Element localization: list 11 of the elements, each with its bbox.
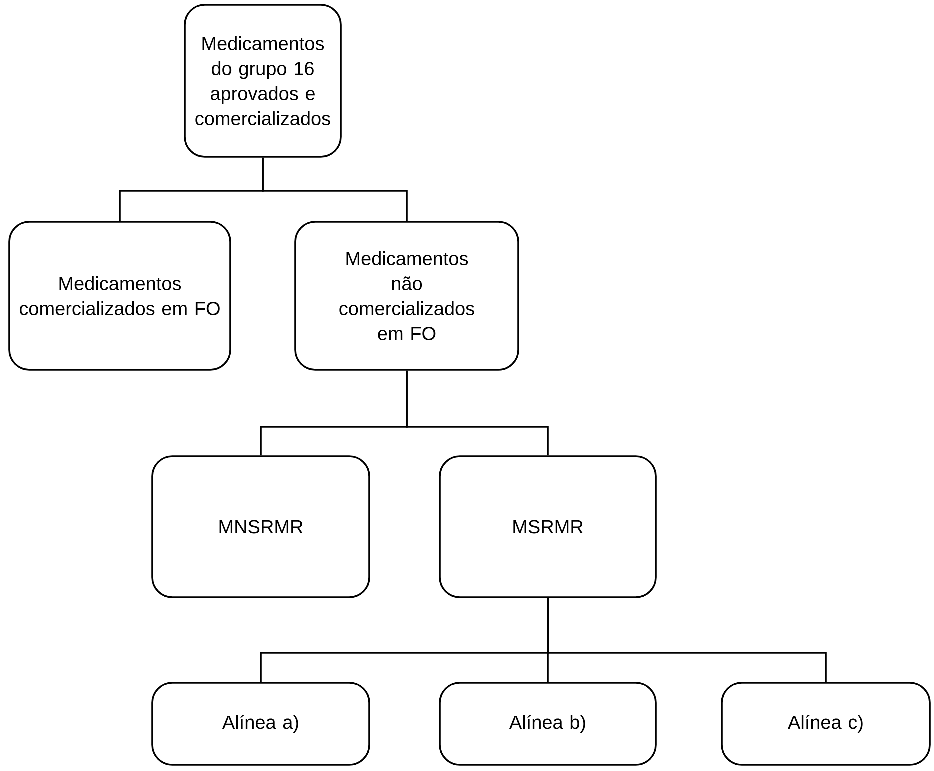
- process-box: Medicamentos comercializados em FO: [8, 221, 232, 371]
- process-box: Medicamentos do grupo 16 aprovados e comercializados: [184, 4, 342, 158]
- connector-line: [406, 370, 549, 456]
- process-box: MNSRMR: [152, 456, 370, 598]
- process-box: Alínea a): [152, 682, 370, 766]
- process-box: MSRMR: [439, 456, 657, 598]
- process-box: Alínea b): [439, 682, 657, 766]
- connector-line: [547, 598, 827, 682]
- process-box: Alínea c): [721, 682, 931, 766]
- process-box: Medicamentos não comercializados em FO: [294, 221, 520, 371]
- connector-line: [262, 158, 408, 222]
